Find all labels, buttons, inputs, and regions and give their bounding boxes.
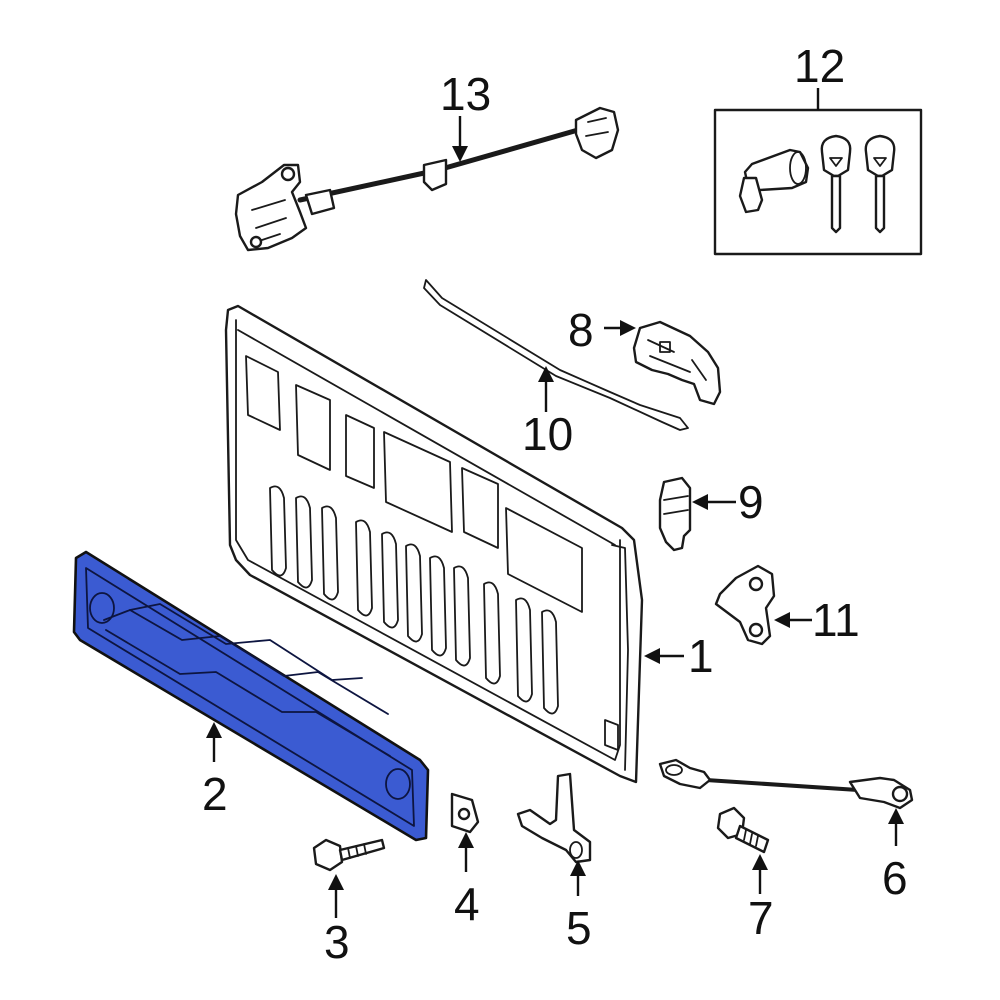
part-8-latch[interactable] xyxy=(632,320,722,406)
callout-10: 10 xyxy=(522,408,573,460)
callout-9: 9 xyxy=(738,476,764,528)
part-10-rod[interactable] xyxy=(423,279,689,431)
part-3-bolt[interactable] xyxy=(312,838,386,872)
callout-labels: 13 12 8 10 9 11 1 2 4 5 6 7 3 xyxy=(202,40,908,968)
callout-13: 13 xyxy=(440,68,491,120)
part-1-tailgate-shell[interactable] xyxy=(224,304,644,784)
part-12-lock-set[interactable] xyxy=(713,108,923,256)
callout-2: 2 xyxy=(202,768,228,820)
callout-1: 1 xyxy=(688,630,714,682)
callout-7: 7 xyxy=(748,892,774,944)
part-11-bracket[interactable] xyxy=(714,564,776,646)
callout-12: 12 xyxy=(794,40,845,92)
part-4-clip-nut[interactable] xyxy=(450,792,480,834)
part-6-support-cable[interactable] xyxy=(658,758,914,810)
callout-11: 11 xyxy=(812,594,860,646)
part-7-bolt[interactable] xyxy=(716,806,770,854)
callout-6: 6 xyxy=(882,852,908,904)
callout-4: 4 xyxy=(454,878,480,930)
part-2-trim-panel[interactable] xyxy=(72,550,430,842)
part-13-handle-assembly[interactable] xyxy=(234,106,620,252)
callout-8: 8 xyxy=(568,304,594,356)
part-5-hinge[interactable] xyxy=(516,772,592,864)
part-9-switch[interactable] xyxy=(658,476,692,552)
callout-5: 5 xyxy=(566,902,592,954)
callout-3: 3 xyxy=(324,916,350,968)
leader-lines xyxy=(206,88,904,918)
